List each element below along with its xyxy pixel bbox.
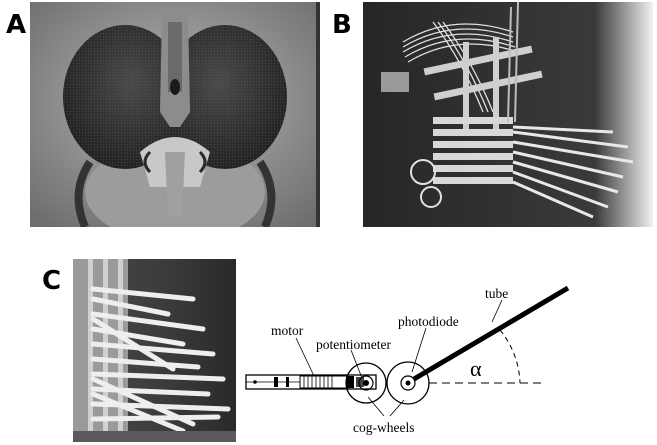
panel-label-a: A (6, 10, 27, 40)
potentiometer-pointer (350, 349, 363, 379)
angle-arc (499, 329, 521, 384)
photodiode-pointer (411, 327, 427, 373)
potentiometer-shaft (358, 375, 374, 391)
tube-pointer (491, 299, 503, 323)
sensor-schematic: motor potentiometer photodiode tube cog-… (245, 285, 570, 435)
tube-array-photo (73, 259, 236, 442)
angle-alpha-label: α (470, 356, 482, 381)
panel-label-b: B (332, 10, 352, 40)
panel-label-c: C (42, 266, 62, 296)
cog-pointer-right (389, 399, 405, 417)
photodiode-shaft (400, 375, 416, 391)
robot-model-photo (363, 2, 653, 227)
tube (412, 285, 570, 382)
motor-label: motor (271, 323, 304, 338)
photodiode-label: photodiode (398, 314, 459, 329)
fly-eyes-photo (30, 2, 320, 227)
motor-pointer (295, 337, 315, 377)
tube-label: tube (485, 286, 508, 301)
cog-wheels-label: cog-wheels (353, 420, 414, 435)
cog-wheel-left (345, 362, 387, 404)
potentiometer-label: potentiometer (316, 337, 391, 352)
cog-pointer-left (367, 396, 385, 417)
